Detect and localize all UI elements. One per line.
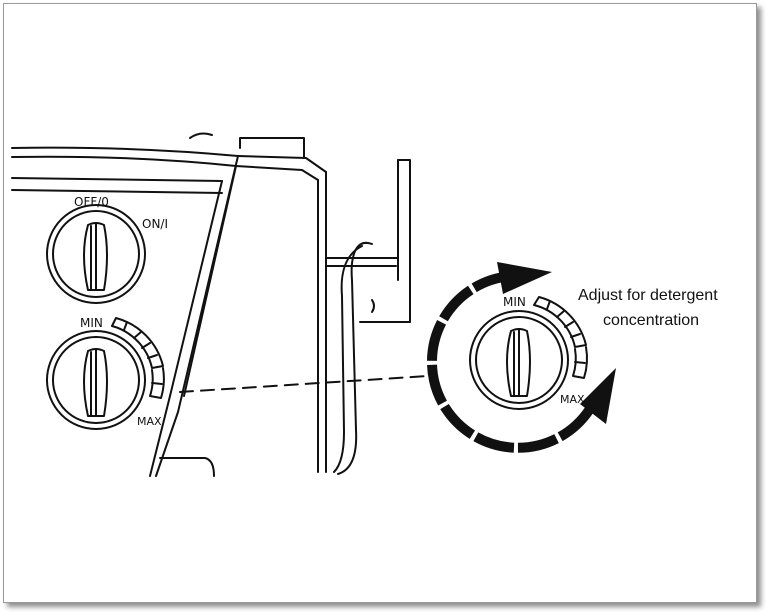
on-label: ON/I — [142, 217, 168, 231]
off-label: OFF/0 — [74, 195, 109, 209]
diagram-frame — [3, 3, 757, 603]
concentration-knob-left — [46, 317, 165, 430]
clockwise-arrow-icon — [426, 262, 616, 453]
leader-line — [179, 375, 429, 393]
machine-housing — [11, 132, 399, 477]
max-label-left: MAX — [137, 415, 162, 428]
min-label-right: MIN — [503, 295, 526, 309]
hose-bracket — [333, 159, 411, 475]
power-knob — [46, 204, 146, 304]
max-label-right: MAX — [560, 393, 585, 406]
callout-line-2: concentration — [603, 312, 699, 329]
concentration-knob-right — [469, 296, 588, 410]
labels: OFF/0 ON/I MIN MAX MIN MAX Adjust for de… — [74, 195, 718, 428]
min-label-left: MIN — [80, 316, 103, 330]
callout-line-1: Adjust for detergent — [578, 287, 718, 304]
